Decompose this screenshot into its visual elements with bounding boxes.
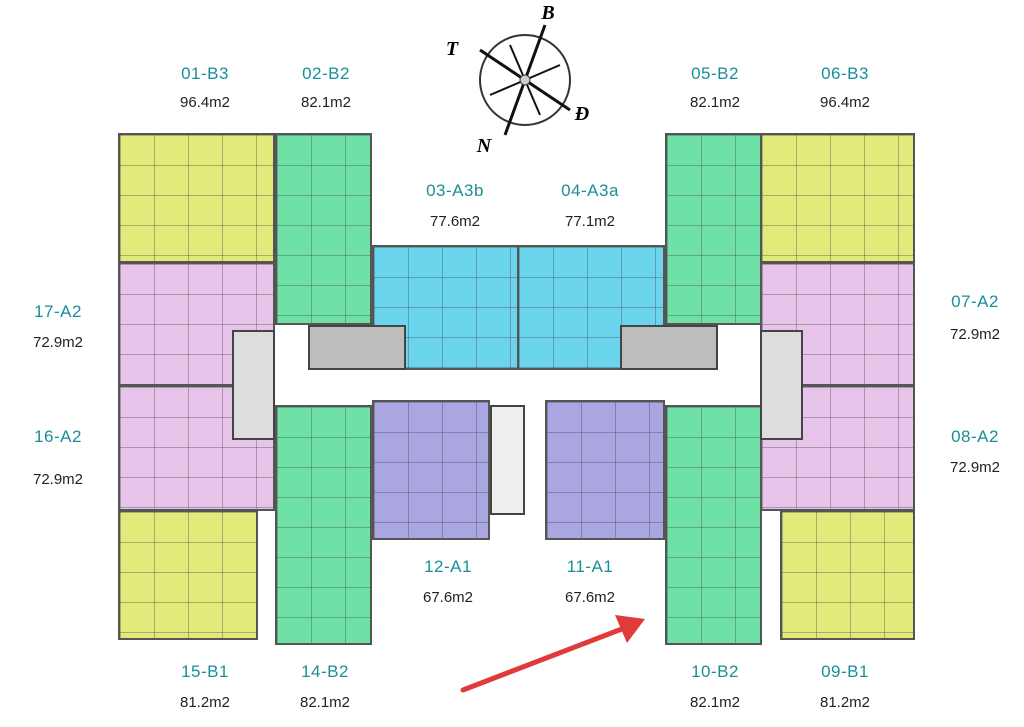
compass-label-n: N: [476, 135, 492, 157]
unit-area: 82.1m2: [689, 94, 741, 111]
unit-14-b2-plan: [275, 405, 372, 645]
unit-area: 72.9m2: [949, 459, 1001, 476]
elevator-core-left: [308, 325, 406, 370]
unit-code: 15-B1: [181, 662, 229, 681]
unit-08-a2-plan: [760, 385, 915, 511]
compass-rose-icon: [479, 24, 571, 136]
unit-area: 77.6m2: [429, 213, 481, 230]
unit-06-b3-plan: [760, 133, 915, 263]
stair-center: [490, 405, 525, 515]
unit-09-b1-plan: [780, 510, 915, 640]
unit-code: 06-B3: [821, 64, 869, 83]
unit-area: 72.9m2: [32, 334, 84, 351]
unit-01-b3-plan: [118, 133, 275, 263]
unit-area: 67.6m2: [564, 589, 616, 606]
unit-15-b1-plan: [118, 510, 258, 640]
unit-area: 82.1m2: [299, 694, 351, 711]
unit-area: 96.4m2: [179, 94, 231, 111]
unit-code: 16-A2: [34, 427, 82, 446]
unit-code: 12-A1: [424, 557, 472, 576]
stair-right: [760, 330, 803, 440]
unit-code: 10-B2: [691, 662, 739, 681]
unit-11-a1-plan: [545, 400, 665, 540]
unit-area: 81.2m2: [819, 694, 871, 711]
unit-area: 96.4m2: [819, 94, 871, 111]
unit-area: 67.6m2: [422, 589, 474, 606]
elevator-core-right: [620, 325, 718, 370]
unit-code: 09-B1: [821, 662, 869, 681]
unit-code: 07-A2: [951, 292, 999, 311]
unit-code: 11-A1: [566, 557, 614, 576]
compass-label-d: Đ: [574, 103, 590, 125]
unit-area: 82.1m2: [689, 694, 741, 711]
unit-area: 81.2m2: [179, 694, 231, 711]
unit-code: 17-A2: [34, 302, 82, 321]
stair-left: [232, 330, 275, 440]
unit-area: 72.9m2: [32, 471, 84, 488]
unit-code: 08-A2: [951, 427, 999, 446]
unit-area: 82.1m2: [300, 94, 352, 111]
unit-12-a1-plan: [372, 400, 490, 540]
unit-02-b2-plan: [275, 133, 372, 325]
unit-area: 77.1m2: [564, 213, 616, 230]
unit-code: 04-A3a: [561, 181, 619, 200]
unit-code: 01-B3: [181, 64, 229, 83]
unit-area: 72.9m2: [949, 326, 1001, 343]
compass-label-t: T: [445, 38, 459, 60]
red-arrow-icon: [460, 615, 645, 693]
unit-code: 05-B2: [691, 64, 739, 83]
unit-17-a2-plan: [118, 262, 275, 386]
compass-label-b: B: [541, 2, 555, 24]
unit-10-b2-plan: [665, 405, 762, 645]
unit-code: 14-B2: [301, 662, 349, 681]
unit-05-b2-plan: [665, 133, 762, 325]
unit-code: 03-A3b: [426, 181, 484, 200]
unit-code: 02-B2: [302, 64, 350, 83]
